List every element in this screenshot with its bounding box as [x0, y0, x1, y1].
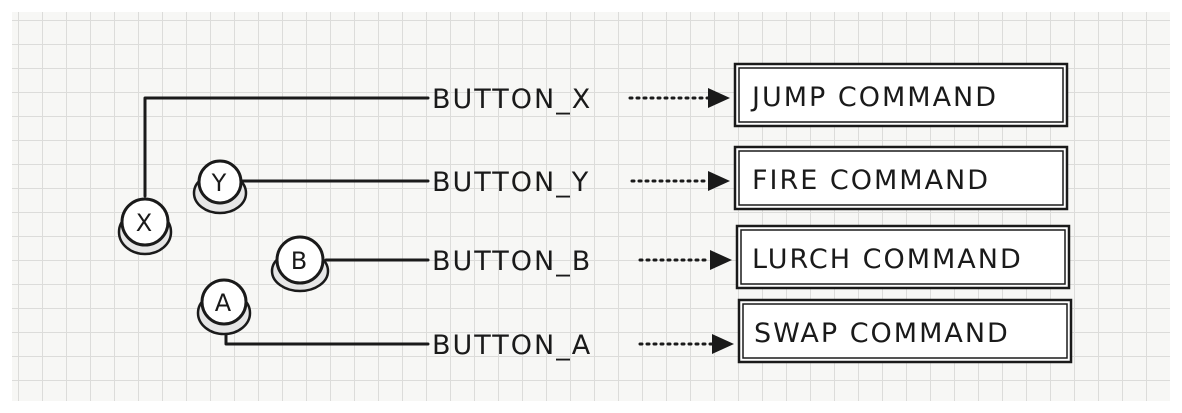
command-label-fire: FIRE COMMAND [752, 165, 990, 196]
arrowhead-1 [708, 88, 730, 108]
command-label-jump: JUMP COMMAND [750, 82, 998, 113]
connector-a [224, 328, 430, 346]
command-box-fire: FIRE COMMAND [733, 145, 1069, 211]
arrowhead-3 [710, 250, 732, 270]
button-x-glyph: X [136, 209, 154, 237]
button-b-icon: B [270, 235, 330, 293]
button-x-icon: X [117, 197, 173, 256]
command-label-lurch: LURCH COMMAND [752, 244, 1023, 275]
command-label-swap: SWAP COMMAND [754, 318, 1010, 349]
button-y-glyph: Y [211, 169, 229, 197]
button-y-icon: Y [192, 159, 248, 215]
command-box-swap: SWAP COMMAND [737, 298, 1073, 364]
input-label-button-x: BUTTON_X [432, 84, 592, 115]
connector-x [143, 96, 430, 198]
input-label-button-y: BUTTON_Y [432, 167, 590, 198]
arrowhead-4 [712, 334, 734, 354]
command-box-lurch: LURCH COMMAND [735, 224, 1071, 290]
arrowhead-2 [708, 171, 730, 191]
button-a-glyph: A [215, 289, 233, 317]
input-label-button-b: BUTTON_B [432, 246, 592, 277]
input-label-button-a: BUTTON_A [432, 330, 592, 361]
button-a-icon: A [196, 278, 252, 336]
button-b-glyph: B [291, 247, 309, 275]
command-box-jump: JUMP COMMAND [733, 62, 1069, 128]
